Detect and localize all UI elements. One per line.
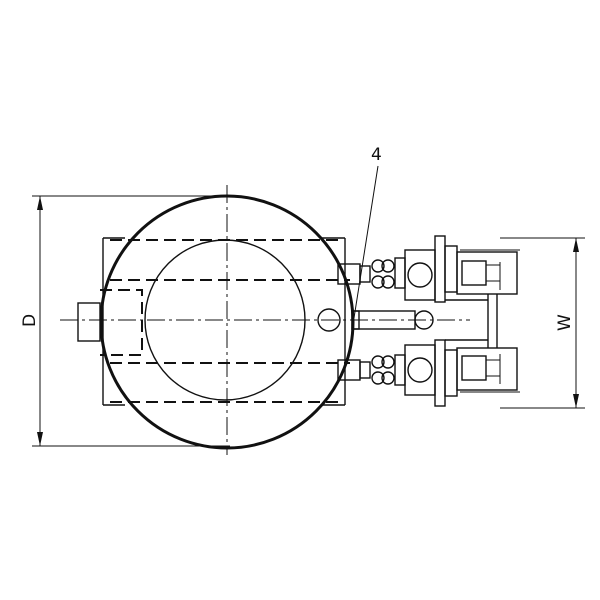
lower-pump-assembly [337,339,520,407]
part-number-label: 4 [371,145,382,165]
leader-line-4 [353,165,379,319]
dimension-d-label: D [20,314,40,327]
motor-connector [445,294,498,348]
dimension-d [32,195,230,447]
upper-pump-assembly [337,235,520,303]
dimension-w-label: W [555,314,575,331]
small-port-circle [317,308,341,332]
base-frame [102,237,346,406]
hidden-lines [110,239,350,403]
left-stub [77,289,143,356]
dimension-w [500,237,585,409]
center-lines [60,185,470,455]
